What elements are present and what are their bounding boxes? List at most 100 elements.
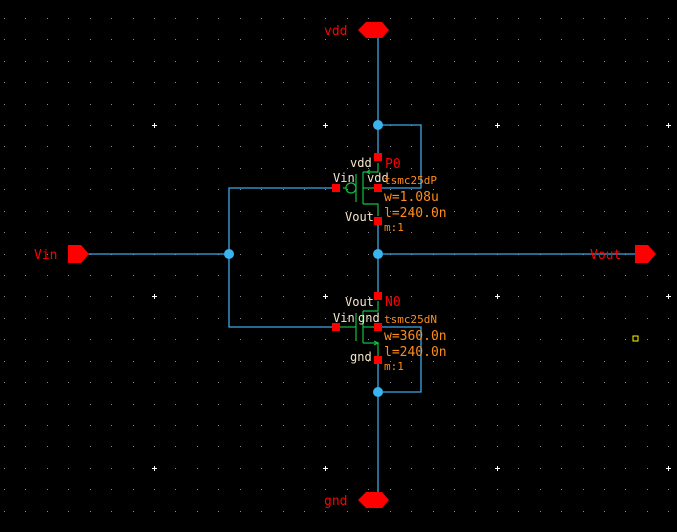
nmos-terminal-body[interactable] [374, 323, 382, 331]
pmos-terminal-drain[interactable] [374, 217, 382, 225]
grid-dot [497, 275, 498, 276]
grid-dot [90, 468, 91, 469]
grid-dot [497, 18, 498, 19]
grid-dot [68, 404, 69, 405]
grid-dot [433, 404, 434, 405]
grid-dot [90, 211, 91, 212]
grid-dot [240, 275, 241, 276]
wire-nmos-body-tie[interactable] [378, 326, 422, 393]
pin-gnd[interactable]: gnd [324, 492, 389, 509]
grid-dot [304, 275, 305, 276]
grid-dot [454, 468, 455, 469]
grid-dot [625, 146, 626, 147]
grid-dot [518, 511, 519, 512]
grid-dot [583, 125, 584, 126]
grid-dot [390, 18, 391, 19]
grid-dot [175, 82, 176, 83]
grid-dot [433, 104, 434, 105]
grid-dot [368, 189, 369, 190]
grid-dot [583, 296, 584, 297]
grid-dot [540, 339, 541, 340]
nmos-transistor[interactable]: Vout Vin gnd gnd N0 tsmc25dN w=360.0n l=… [332, 292, 447, 373]
grid-dot [668, 318, 669, 319]
grid-dot [90, 339, 91, 340]
pmos-terminal-source[interactable] [374, 153, 382, 161]
grid-dot [604, 232, 605, 233]
grid-dot [625, 468, 626, 469]
grid-dot [647, 446, 648, 447]
grid-dot [647, 104, 648, 105]
grid-dot [433, 125, 434, 126]
pmos-terminal-body[interactable] [374, 184, 382, 192]
grid-dot [133, 168, 134, 169]
grid-dot [647, 146, 648, 147]
grid-dot [4, 318, 5, 319]
grid-dot [25, 18, 26, 19]
pin-vout[interactable]: Vout [590, 245, 656, 263]
grid-dot [454, 168, 455, 169]
grid-dot [433, 296, 434, 297]
junction-vin[interactable] [224, 249, 234, 259]
grid-dot [133, 425, 134, 426]
grid-dot [668, 511, 669, 512]
inout-pin-icon[interactable] [358, 492, 389, 508]
grid-dot [90, 489, 91, 490]
pmos-terminal-gate[interactable] [332, 184, 340, 192]
grid-dot [411, 39, 412, 40]
grid-dot [583, 61, 584, 62]
grid-dot [647, 382, 648, 383]
grid-dot [283, 104, 284, 105]
grid-dot [304, 82, 305, 83]
grid-dot [325, 146, 326, 147]
junction-vdd[interactable] [373, 120, 383, 130]
grid-dot [475, 318, 476, 319]
grid-dot [368, 254, 369, 255]
grid-dot [68, 39, 69, 40]
grid-dot [4, 211, 5, 212]
grid-dot [368, 146, 369, 147]
grid-dot [497, 318, 498, 319]
pin-vdd[interactable]: vdd [324, 22, 389, 39]
grid-dot [4, 18, 5, 19]
grid-dot [240, 39, 241, 40]
grid-dot [218, 232, 219, 233]
grid-dot [47, 489, 48, 490]
grid-dot [111, 296, 112, 297]
grid-dot [540, 489, 541, 490]
grid-dot [518, 489, 519, 490]
grid-dot [283, 382, 284, 383]
junction-vout[interactable] [373, 249, 383, 259]
grid-dot [583, 318, 584, 319]
grid-dot [240, 339, 241, 340]
grid-dot [647, 404, 648, 405]
input-pin-icon[interactable] [68, 245, 89, 263]
grid-dot [218, 382, 219, 383]
grid-dot [668, 275, 669, 276]
grid-dot [411, 189, 412, 190]
grid-dot [411, 361, 412, 362]
grid-dot [4, 489, 5, 490]
grid-dot [604, 339, 605, 340]
grid-dot [175, 425, 176, 426]
grid-dot [561, 232, 562, 233]
wire-vin-gate-p[interactable] [228, 187, 336, 254]
junction-gnd[interactable] [373, 387, 383, 397]
wire-pmos-body-tie[interactable] [378, 124, 422, 189]
grid-dot [647, 211, 648, 212]
nmos-terminal-drain[interactable] [374, 292, 382, 300]
wire-vin-gate-n[interactable] [228, 254, 336, 328]
pin-vin[interactable]: Vin [34, 245, 89, 263]
grid-dot [561, 404, 562, 405]
grid-dot [325, 18, 326, 19]
nmos-terminal-source[interactable] [374, 356, 382, 364]
grid-dot [240, 468, 241, 469]
grid-dot [283, 446, 284, 447]
output-pin-icon[interactable] [635, 245, 656, 263]
nmos-terminal-gate[interactable] [332, 323, 340, 331]
grid-dot [261, 211, 262, 212]
grid-dot [111, 425, 112, 426]
inout-pin-icon[interactable] [358, 22, 389, 38]
pmos-transistor[interactable]: vdd Vin vdd Vout P0 tsmc25dP w=1.08u l=2… [332, 153, 447, 234]
grid-dot [261, 361, 262, 362]
